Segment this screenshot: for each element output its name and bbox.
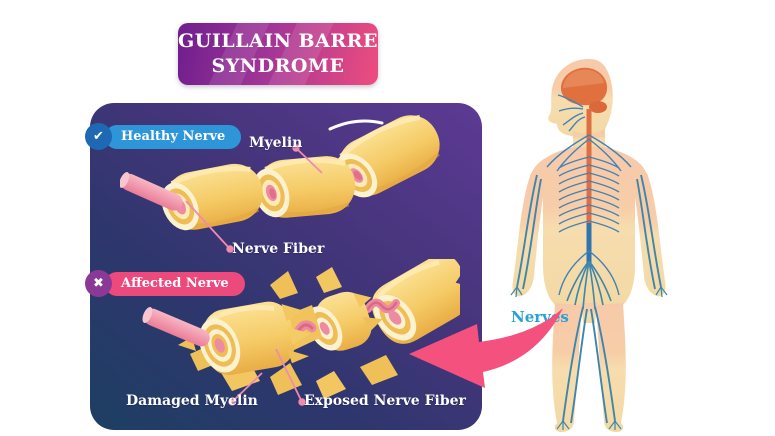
- nerve-comparison-panel: ✔ Healthy Nerve ✖ Affected Nerve Myelin …: [85, 103, 482, 430]
- affected-nerve-badge: Affected Nerve: [105, 272, 245, 296]
- damaged-myelin-label: Damaged Myelin: [126, 393, 258, 409]
- nerve-branches: [546, 94, 632, 296]
- limb-nerves: [516, 174, 662, 424]
- nerve-fiber-label: Nerve Fiber: [232, 241, 325, 257]
- affected-nerve-illustration: [142, 259, 460, 399]
- x-icon: ✖: [85, 270, 112, 297]
- healthy-nerve-badge: Healthy Nerve: [105, 125, 242, 149]
- page-title-banner: GUILLAIN BARRE SYNDROME: [178, 23, 378, 85]
- nerve-fiber-shape: [120, 172, 183, 211]
- cauda-fan: [566, 260, 612, 310]
- arrow-to-affected-nerve-icon: [409, 308, 563, 388]
- exposed-nerve-fiber-label: Exposed Nerve Fiber: [304, 393, 466, 409]
- nerve-fiber-shape: [142, 307, 210, 347]
- myelin-label: Myelin: [249, 135, 303, 151]
- human-body-illustration: [510, 59, 668, 432]
- page-title-line-2: SYNDROME: [211, 55, 345, 77]
- hand-foot-twigs: [510, 286, 668, 430]
- brain-shape: [560, 67, 608, 113]
- check-icon: ✔: [85, 123, 112, 150]
- page-title-line-1: GUILLAIN BARRE: [178, 30, 378, 52]
- healthy-nerve-illustration: [120, 114, 440, 231]
